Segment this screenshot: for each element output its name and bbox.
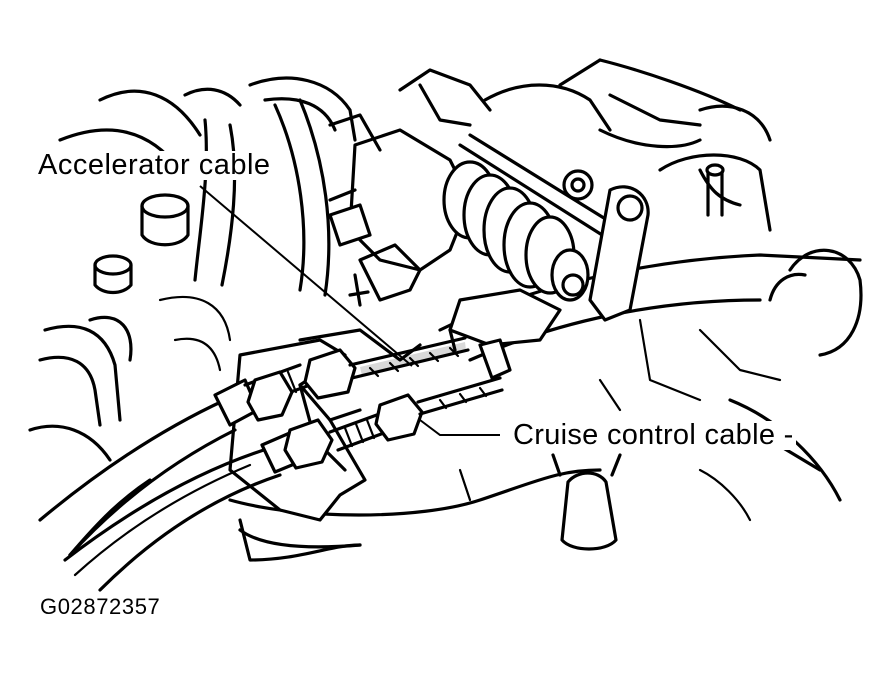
leader-lines [199, 185, 500, 436]
throttle-linkage [298, 113, 650, 362]
figure-code: G02872357 [40, 594, 161, 619]
cruise-control-cable-drawing [63, 338, 512, 592]
engine-background [28, 58, 863, 562]
label-accelerator-cable: Accelerator cable [36, 149, 273, 181]
label-cruise-control-cable: Cruise control cable - [511, 419, 796, 451]
